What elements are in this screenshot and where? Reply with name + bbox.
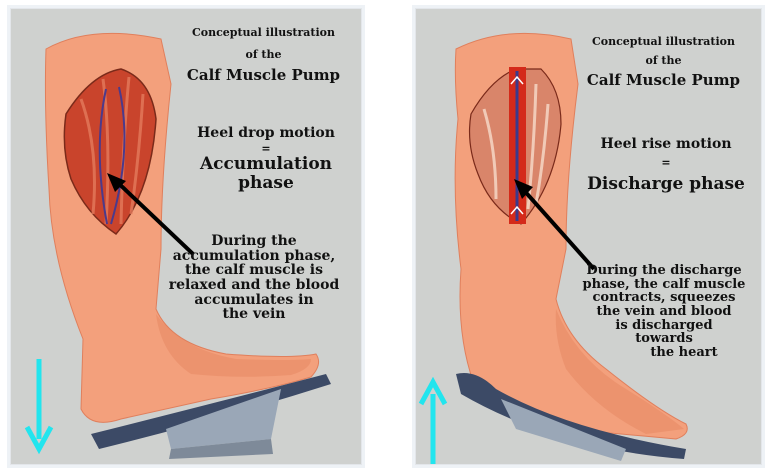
phase-label-line1: Accumulation xyxy=(176,155,356,174)
description-line: accumulates in xyxy=(149,293,359,308)
description-line: the calf muscle is xyxy=(149,263,359,278)
phase-label: Discharge phase xyxy=(571,175,761,194)
description-line: accumulation phase, xyxy=(149,249,359,264)
description-line: is discharged xyxy=(564,319,762,333)
motion-label: Heel drop motion xyxy=(176,126,356,141)
concept-label-2: of the xyxy=(171,49,356,61)
description-line: the vein and blood xyxy=(564,305,762,319)
equals-sign: = xyxy=(576,157,756,169)
description-line: During the discharge xyxy=(564,264,762,278)
description: During the discharge phase, the calf mus… xyxy=(564,264,762,359)
motion-label: Heel rise motion xyxy=(576,137,756,152)
description-line: contracts, squeezes xyxy=(564,291,762,305)
phase-label-line2: phase xyxy=(176,174,356,193)
concept-label: Conceptual illustration xyxy=(571,36,756,48)
description-line: During the xyxy=(149,234,359,249)
concept-label: Conceptual illustration xyxy=(171,27,356,39)
concept-label-2: of the xyxy=(571,55,756,67)
accumulation-panel: Conceptual illustration of the Calf Musc… xyxy=(10,8,362,465)
description-line: the heart xyxy=(564,346,762,360)
description-line: relaxed and the blood xyxy=(149,278,359,293)
description: During the accumulation phase, the calf … xyxy=(149,234,359,322)
description-line: the vein xyxy=(149,307,359,322)
discharge-panel: Conceptual illustration of the Calf Musc… xyxy=(415,8,762,465)
description-line: phase, the calf muscle xyxy=(564,278,762,292)
description-line: towards xyxy=(564,332,762,346)
diagram-title: Calf Muscle Pump xyxy=(171,67,356,84)
diagram-title: Calf Muscle Pump xyxy=(571,72,756,89)
